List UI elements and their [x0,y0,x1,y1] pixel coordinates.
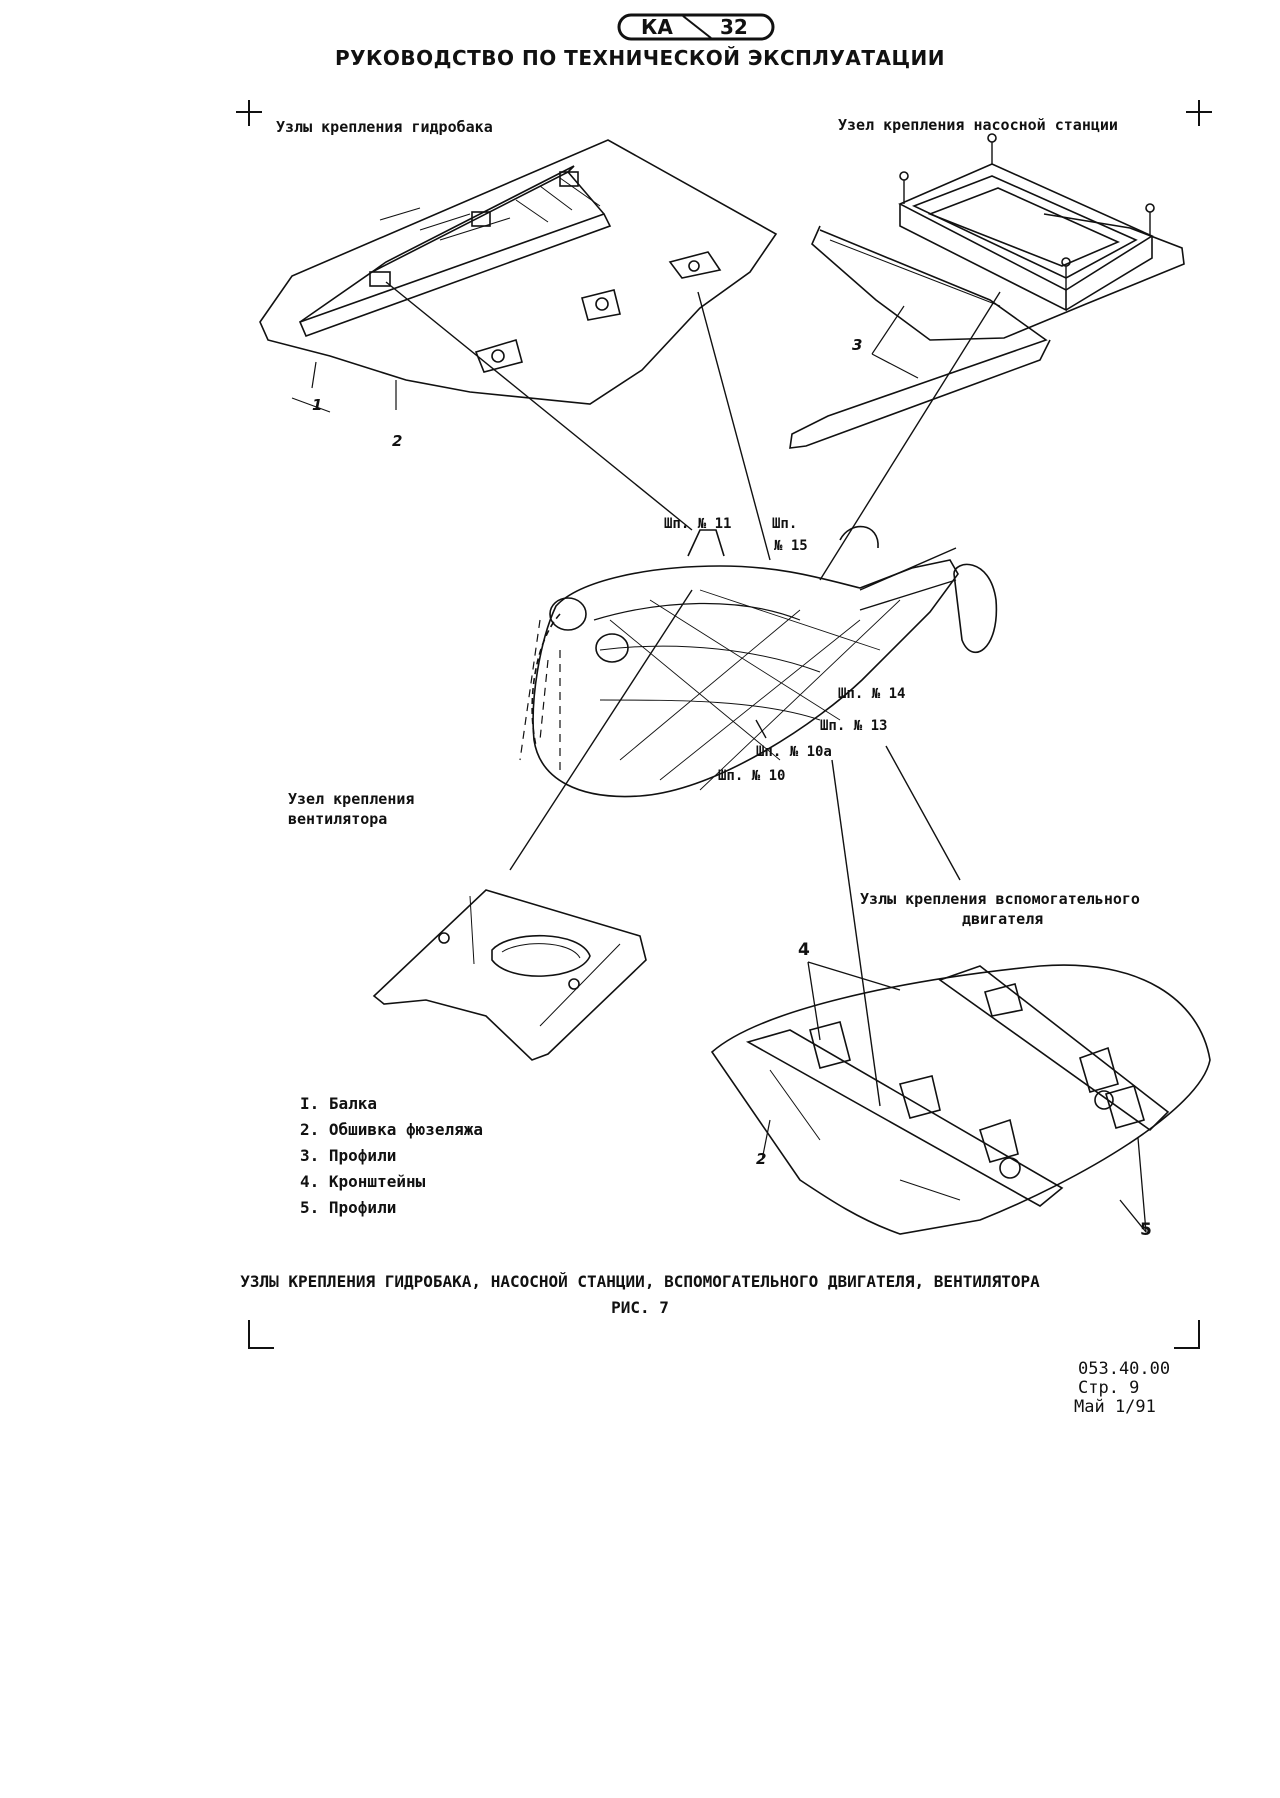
fan-mount-drawing [372,889,647,1061]
frame-13-label: Шп. № 13 [820,718,888,734]
frame-10a-label: Шп. № 10а [756,744,832,760]
hydro-tank-mount-drawing [259,139,778,413]
crop-marks [236,100,1212,1349]
callout-2-top: 2 [392,432,403,450]
legend-item-2: 2. Обшивка фюзеляжа [300,1120,484,1139]
callout-2-bottom: 2 [756,1150,767,1168]
legend-item-3: 3. Профили [300,1146,397,1165]
aux-engine-label-line1: Узлы крепления вспомогательного [860,890,1140,908]
legend-item-1: I. Балка [300,1094,378,1113]
figure-number: РИС. 7 [611,1298,669,1317]
frame-10-label: Шп. № 10 [718,768,786,784]
frame-11-label: Шп. № 11 [664,516,732,532]
document-code: 053.40.00 [1078,1359,1171,1379]
legend-item-5: 5. Профили [300,1198,397,1217]
legend-item-4: 4. Кронштейны [300,1172,426,1191]
page-number: Стр. 9 [1078,1378,1140,1398]
fan-label-line2: вентилятора [288,810,388,828]
leader-lines [385,281,1001,1107]
callout-3: 3 [852,336,863,354]
aux-engine-mount-drawing [710,961,1211,1235]
manual-logo: КА 32 [617,12,775,42]
frame-14-label: Шп. № 14 [838,686,906,702]
revision-date: Май 1/91 [1074,1397,1156,1417]
manual-title: РУКОВОДСТВО ПО ТЕХНИЧЕСКОЙ ЭКСПЛУАТАЦИИ [334,46,946,70]
frame-15-label-a: Шп. [772,516,798,532]
frame-15-label-b: № 15 [774,538,808,554]
logo-right-text: 32 [720,15,748,39]
logo-left-text: КА [641,15,673,39]
hydro-tank-label: Узлы крепления гидробака [276,118,493,136]
figure-caption: УЗЛЫ КРЕПЛЕНИЯ ГИДРОБАКА, НАСОСНОЙ СТАНЦ… [240,1272,1040,1291]
pump-station-mount-drawing [789,133,1185,449]
aux-engine-label-line2: двигателя [962,910,1044,928]
callout-4: 4 [798,940,810,960]
callout-5: 5 [1140,1220,1152,1240]
fuselage-drawing [519,525,998,798]
fan-label-line1: Узел крепления [288,790,415,808]
callout-1: 1 [312,396,323,414]
pump-station-label: Узел крепления насосной станции [838,116,1118,134]
